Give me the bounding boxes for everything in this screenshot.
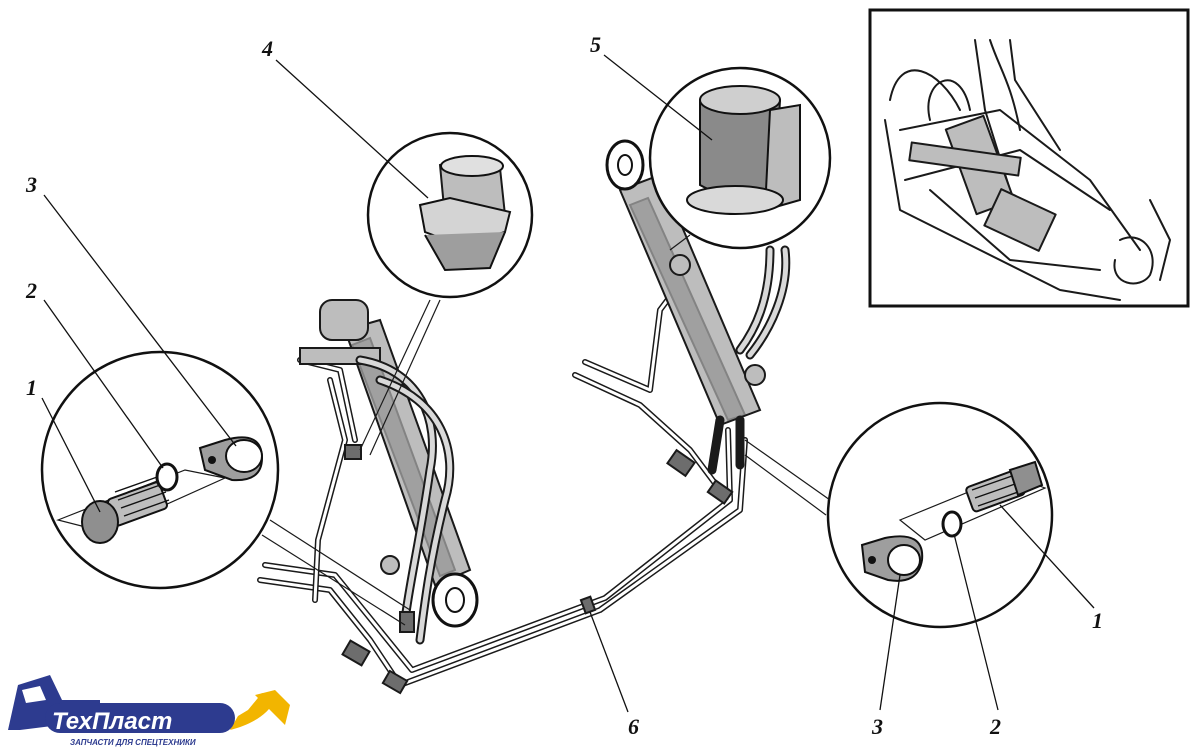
detail-circle-plug-5 (648, 66, 832, 251)
callout-2-right: 2 (989, 714, 1001, 739)
fittings (341, 444, 734, 695)
callout-3-left: 3 (25, 172, 37, 197)
overview-inset (868, 8, 1190, 308)
clamp (860, 535, 924, 582)
callout-5: 5 (590, 32, 601, 57)
clamp (198, 436, 264, 482)
detail-circle-cap-4 (359, 131, 534, 456)
callout-labels: 1 2 3 4 5 1 2 3 6 (25, 32, 1103, 739)
washer (941, 510, 963, 538)
callout-4: 4 (261, 36, 273, 61)
detail-circle-clamp-right (744, 401, 1054, 629)
callout-1-right: 1 (1092, 608, 1103, 633)
leader-lines (41, 54, 1095, 713)
callout-6: 6 (628, 714, 639, 739)
washer (155, 462, 179, 492)
logo-name: ТехПласт (52, 708, 172, 735)
techplast-logo: ТехПласт ЗАПЧАСТИ ДЛЯ СПЕЦТЕХНИКИ (8, 675, 290, 747)
callout-2-left: 2 (25, 278, 37, 303)
callout-1-left: 1 (26, 375, 37, 400)
callout-3-right: 3 (871, 714, 883, 739)
right-hoses (707, 245, 791, 475)
bolt (965, 460, 1044, 513)
bolt (81, 475, 170, 544)
right-hydraulic-cylinder (605, 139, 766, 427)
detail-circle-clamp-left (40, 350, 411, 626)
logo-tagline: ЗАПЧАСТИ ДЛЯ СПЕЦТЕХНИКИ (70, 738, 196, 747)
